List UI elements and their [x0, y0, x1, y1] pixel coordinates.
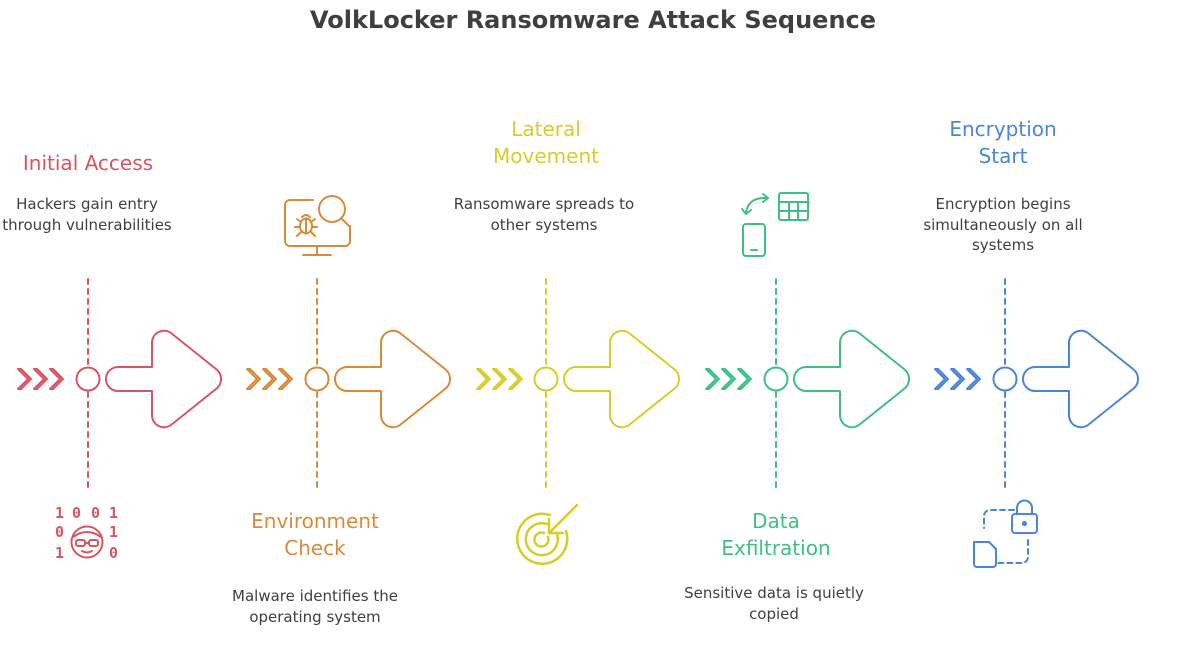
step-3-arrow [563, 329, 680, 429]
magnifier-handle [340, 217, 350, 227]
step-4-title: Data Exfiltration [666, 508, 886, 562]
step-1-node [75, 366, 101, 392]
table-icon [778, 192, 809, 221]
hacker-face-icon [70, 525, 104, 559]
phone-transfer-table-icon [741, 192, 809, 257]
step-4-title-line-1: Data [752, 509, 800, 533]
step-2-chevron-1 [246, 368, 261, 390]
step-3-chevron-2 [492, 368, 507, 390]
step-5-chevron-1 [934, 368, 949, 390]
target-ring-inner [533, 531, 550, 548]
target-arrow-icon [516, 503, 579, 565]
hacker-binary-icon: 1 0 0 1 0 1 1 0 [55, 504, 118, 562]
step-1-chevron-1 [17, 368, 32, 390]
phone-icon [742, 223, 766, 257]
target-arrow-shaft [547, 503, 579, 535]
monitor-bug-search-icon [284, 195, 351, 256]
step-5-node [992, 366, 1018, 392]
binary-digit: 1 [55, 504, 64, 522]
step-1-description: Hackers gain entry through vulnerabiliti… [2, 195, 172, 234]
step-2-arrow [334, 329, 451, 429]
step-3-node [533, 366, 559, 392]
file-icon [973, 541, 997, 568]
step-5-chevron-2 [950, 368, 965, 390]
step-1-arrow [105, 329, 222, 429]
monitor-outline [284, 199, 351, 247]
step-2-marker [246, 278, 451, 489]
step-1-chevron-3 [49, 368, 64, 390]
step-4-chevron-1 [705, 368, 720, 390]
step-5-chevron-3 [966, 368, 981, 390]
step-3-chevron-1 [476, 368, 491, 390]
step-2-title-line-1: Environment [251, 509, 379, 533]
binary-digit: 0 [109, 544, 118, 562]
step-2-node [304, 366, 330, 392]
step-3-title: Lateral Movement [436, 116, 656, 170]
step-4-description: Sensitive data is quietly copied [684, 584, 864, 623]
step-2-title-line-2: Check [284, 536, 346, 560]
step-4-chevron-2 [721, 368, 736, 390]
diagram-title: VolkLocker Ransomware Attack Sequence [309, 6, 877, 34]
step-3-title-line-2: Movement [493, 144, 599, 168]
step-3-description: Ransomware spreads to other systems [453, 195, 635, 234]
magnifier-lens [318, 195, 346, 223]
step-5-title-line-2: Start [978, 144, 1028, 168]
step-5-marker [934, 278, 1139, 489]
file-lock-icon [973, 499, 1038, 568]
step-3-title-line-1: Lateral [511, 117, 581, 141]
binary-digit: 1 [55, 544, 64, 562]
step-2-description: Malware identifies the operating system [232, 587, 398, 626]
binary-digit: 0 [72, 504, 81, 522]
step-1-marker [17, 278, 222, 489]
step-2-chevron-3 [278, 368, 293, 390]
lock-body [1011, 513, 1038, 534]
step-4-marker [705, 278, 910, 489]
binary-digit: 1 [109, 504, 118, 522]
binary-digit: 0 [55, 523, 64, 541]
step-3-marker [476, 278, 680, 489]
step-5-description: Encryption begins simultaneously on all … [923, 195, 1083, 254]
step-2-title: Environment Check [205, 508, 425, 562]
step-3-chevron-3 [508, 368, 523, 390]
lock-keyhole [1021, 520, 1028, 527]
step-1-title: Initial Access [0, 150, 198, 177]
binary-digit: 0 [91, 504, 100, 522]
step-1-chevron-2 [33, 368, 48, 390]
target-ring-middle [524, 521, 560, 557]
target-ring-outer [516, 512, 569, 565]
binary-digit: 1 [109, 523, 118, 541]
step-4-node [763, 366, 789, 392]
step-4-title-line-2: Exfiltration [721, 536, 831, 560]
step-1-title-line-1: Initial Access [22, 151, 154, 175]
dashed-frame [983, 509, 1029, 564]
step-5-arrow [1022, 329, 1139, 429]
step-5-title-line-1: Encryption [949, 117, 1057, 141]
lock-shackle [1016, 499, 1033, 515]
transfer-arrow [745, 196, 768, 214]
step-4-arrow [793, 329, 910, 429]
target-arrow-head [547, 517, 565, 535]
step-2-chevron-2 [262, 368, 277, 390]
step-4-chevron-3 [737, 368, 752, 390]
step-5-title: Encryption Start [893, 116, 1113, 170]
